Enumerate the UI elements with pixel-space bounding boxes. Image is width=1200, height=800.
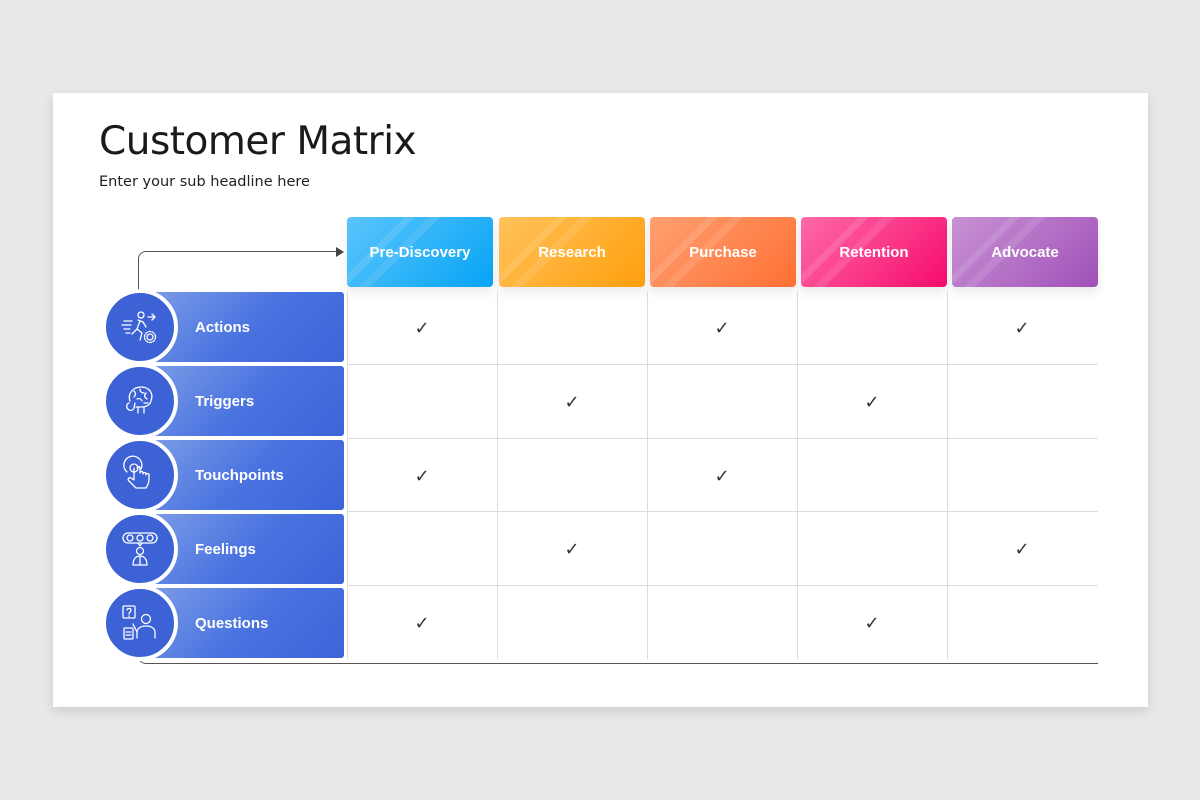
column-label: Pre-Discovery <box>369 243 471 261</box>
column-label: Purchase <box>689 243 757 261</box>
check-mark-icon: ✓ <box>414 465 430 487</box>
matrix-cell-empty <box>647 586 797 660</box>
check-mark-icon: ✓ <box>1014 538 1030 560</box>
grid-divider <box>347 438 1098 439</box>
grid-divider <box>497 291 498 659</box>
column-label: Research <box>538 243 606 261</box>
check-mark-icon: ✓ <box>564 391 580 413</box>
check-mark-icon: ✓ <box>714 317 730 339</box>
matrix-cell-empty <box>347 512 497 586</box>
sub-headline: Enter your sub headline here <box>99 174 310 190</box>
grid-divider <box>347 364 1098 365</box>
check-mark-icon: ✓ <box>864 612 880 634</box>
slide: Customer Matrix Enter your sub headline … <box>53 93 1148 707</box>
matrix-cell-empty <box>497 586 647 660</box>
check-mark-icon: ✓ <box>414 612 430 634</box>
grid-divider <box>347 511 1098 512</box>
grid-divider <box>797 291 798 659</box>
matrix-cell-empty <box>347 365 497 439</box>
tap-hand-icon <box>102 437 178 513</box>
matrix-cell-empty <box>797 291 947 365</box>
row-label-text: Actions <box>195 318 251 336</box>
emoji-rating-person-icon <box>102 511 178 587</box>
matrix-grid: ✓ ✓ ✓ ✓ ✓ ✓ ✓ ✓ ✓ ✓ ✓ <box>347 291 1098 659</box>
matrix-cell-empty <box>647 365 797 439</box>
column-label: Retention <box>839 243 909 261</box>
row-label-questions: Questions <box>153 588 344 658</box>
matrix-cell-empty <box>497 439 647 513</box>
row-label-feelings: Feelings <box>153 514 344 584</box>
check-mark-icon: ✓ <box>1014 317 1030 339</box>
matrix-cell-empty <box>497 291 647 365</box>
running-person-gear-icon <box>102 289 178 365</box>
column-header-pre-discovery: Pre-Discovery <box>347 217 493 287</box>
row-label-touchpoints: Touchpoints <box>153 440 344 510</box>
grid-divider <box>947 291 948 659</box>
page-title: Customer Matrix <box>99 119 417 164</box>
row-label-actions: Actions <box>153 292 344 362</box>
row-label-triggers: Triggers <box>153 366 344 436</box>
arrow-right-icon <box>336 247 344 257</box>
matrix-cell-empty <box>797 512 947 586</box>
check-mark-icon: ✓ <box>714 465 730 487</box>
check-mark-icon: ✓ <box>564 538 580 560</box>
column-label: Advocate <box>991 243 1059 261</box>
grid-divider <box>647 291 648 659</box>
row-label-text: Triggers <box>195 392 255 410</box>
row-label-text: Touchpoints <box>195 466 284 484</box>
grid-divider <box>347 585 1098 586</box>
column-header-research: Research <box>499 217 645 287</box>
check-mark-icon: ✓ <box>414 317 430 339</box>
column-header-advocate: Advocate <box>952 217 1098 287</box>
matrix-cell-empty <box>947 439 1097 513</box>
matrix-cell-empty <box>947 586 1097 660</box>
brain-hand-icon <box>102 363 178 439</box>
row-label-text: Questions <box>195 614 269 632</box>
check-mark-icon: ✓ <box>864 391 880 413</box>
column-header-purchase: Purchase <box>650 217 796 287</box>
matrix-cell-empty <box>947 365 1097 439</box>
row-label-text: Feelings <box>195 540 256 558</box>
connector-line-top <box>138 251 338 293</box>
question-person-clipboard-icon <box>102 585 178 661</box>
matrix-cell-empty <box>647 512 797 586</box>
column-header-retention: Retention <box>801 217 947 287</box>
matrix-cell-empty <box>797 439 947 513</box>
grid-divider <box>347 291 348 659</box>
